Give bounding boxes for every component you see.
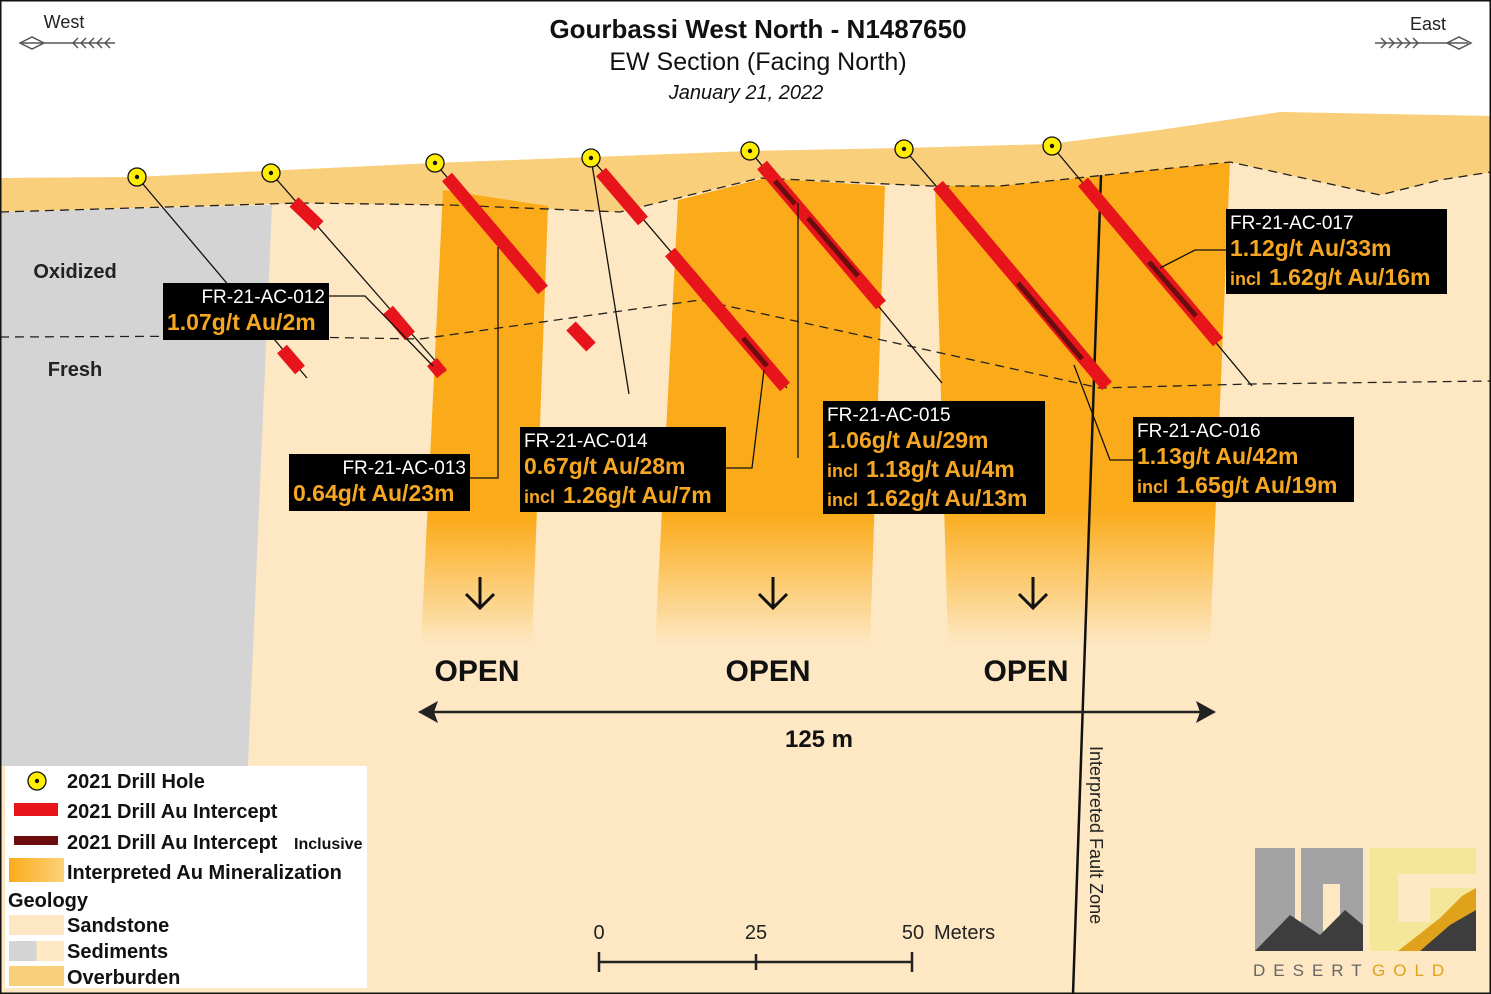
svg-text:FR-21-AC-015: FR-21-AC-015 <box>827 405 951 426</box>
svg-text:1.62g/t Au/16m: 1.62g/t Au/16m <box>1269 264 1430 290</box>
down-arrow-icon <box>464 577 496 611</box>
svg-text:FR-21-AC-012: FR-21-AC-012 <box>201 287 325 308</box>
svg-text:FR-21-AC-016: FR-21-AC-016 <box>1137 421 1261 442</box>
overburden-unit <box>0 112 1491 212</box>
scale-unit: Meters <box>934 922 995 944</box>
overburden-legend-swatch <box>9 966 64 986</box>
desert-gold-logo-icon <box>1255 848 1476 951</box>
logo-text-desert: DESERT <box>1253 961 1370 980</box>
legend-overburden: Overburden <box>67 967 180 989</box>
intercept-b <box>277 344 305 375</box>
legend-background <box>5 766 367 988</box>
svg-text:1.65g/t Au/19m: 1.65g/t Au/19m <box>1176 472 1337 498</box>
oxidized-label: Oxidized <box>33 261 116 283</box>
mineralization-zone-1 <box>421 190 548 645</box>
callout-fr-21-ac-017: FR-21-AC-017 1.12g/t Au/33m incl 1.62g/t… <box>1226 209 1447 294</box>
drill-collars <box>127 136 1062 187</box>
svg-text:1.18g/t Au/4m: 1.18g/t Au/4m <box>866 456 1015 482</box>
callout-fr-21-ac-014: FR-21-AC-014 0.67g/t Au/28m incl 1.26g/t… <box>520 427 726 512</box>
scale-tick-50: 50 <box>902 922 924 944</box>
width-arrow-icon <box>418 701 1216 723</box>
sandstone-legend-swatch <box>9 915 64 935</box>
legend-inclusive-suffix: Inclusive <box>294 836 363 853</box>
inclusive-legend-swatch <box>14 836 58 845</box>
svg-text:1.13g/t Au/42m: 1.13g/t Au/42m <box>1137 443 1298 469</box>
callout-fr-21-ac-012: FR-21-AC-012 1.07g/t Au/2m <box>163 283 329 340</box>
inclusive-b <box>773 179 797 206</box>
callout-leaders <box>326 203 1228 479</box>
down-arrow-icon <box>1017 577 1049 611</box>
intercepts-inclusive <box>741 179 1198 368</box>
down-arrow-icons <box>464 577 1049 611</box>
inclusive-d <box>1016 281 1084 361</box>
svg-text:0.67g/t Au/28m: 0.67g/t Au/28m <box>524 453 685 479</box>
logo-text-gold: GOLD <box>1372 961 1452 980</box>
legend-sediments: Sediments <box>67 941 168 963</box>
sediments-unit <box>0 205 272 766</box>
east-label: East <box>1410 14 1446 34</box>
svg-text:FR-21-AC-017: FR-21-AC-017 <box>1230 213 1354 234</box>
svg-text:1.62g/t Au/13m: 1.62g/t Au/13m <box>866 485 1027 511</box>
legend-sandstone: Sandstone <box>67 915 169 937</box>
legend-drill-hole: 2021 Drill Hole <box>67 771 205 793</box>
diagram-title: Gourbassi West North - N1487650 <box>549 14 966 44</box>
mineralization-zone-3 <box>935 162 1230 645</box>
intercept-d <box>427 357 447 379</box>
svg-text:1.06g/t Au/29m: 1.06g/t Au/29m <box>827 427 988 453</box>
east-arrow-icon <box>1375 36 1473 50</box>
west-arrow-icon <box>18 36 115 50</box>
open-label-3: OPEN <box>983 655 1068 688</box>
legend-geology-heading: Geology <box>8 890 89 912</box>
scale-bar: 0 25 50 Meters <box>593 922 995 972</box>
svg-text:1.07g/t Au/2m: 1.07g/t Au/2m <box>167 309 316 335</box>
svg-text:incl: incl <box>524 487 555 507</box>
intercept-c <box>383 305 415 341</box>
mineralization-legend-swatch <box>9 858 64 882</box>
svg-text:FR-21-AC-013: FR-21-AC-013 <box>342 458 466 479</box>
legend-intercept-inclusive: 2021 Drill Au Intercept <box>67 832 278 854</box>
inclusive-a <box>741 336 769 368</box>
drill-trace-4 <box>590 157 630 395</box>
scale-tick-25: 25 <box>745 922 767 944</box>
fresh-label: Fresh <box>48 359 102 381</box>
intercept-a <box>289 197 324 231</box>
distance-label: 125 m <box>785 726 853 753</box>
down-arrow-icon <box>757 577 789 611</box>
inclusive-c <box>806 216 860 278</box>
svg-text:incl: incl <box>1137 477 1168 497</box>
drill-trace-1 <box>136 176 308 379</box>
west-label: West <box>44 12 85 32</box>
svg-text:0.64g/t Au/23m: 0.64g/t Au/23m <box>293 480 454 506</box>
svg-text:incl: incl <box>1230 269 1261 289</box>
intercept-f <box>596 167 648 226</box>
fault-zone-label: Interpreted Fault Zone <box>1086 746 1106 924</box>
legend: 2021 Drill Hole 2021 Drill Au Intercept … <box>5 766 367 989</box>
intercept-legend-swatch <box>14 803 58 816</box>
open-label-1: OPEN <box>434 655 519 688</box>
overburden-contact-line <box>0 161 1491 213</box>
callout-fr-21-ac-015: FR-21-AC-015 1.06g/t Au/29m incl 1.18g/t… <box>823 401 1045 514</box>
fault-zone-line <box>1071 174 1103 994</box>
scale-tick-0: 0 <box>593 922 604 944</box>
callout-fr-21-ac-013: FR-21-AC-013 0.64g/t Au/23m <box>289 454 470 511</box>
svg-text:1.12g/t Au/33m: 1.12g/t Au/33m <box>1230 235 1391 261</box>
inclusive-e <box>1147 260 1198 318</box>
svg-text:1.26g/t Au/7m: 1.26g/t Au/7m <box>563 482 712 508</box>
svg-text:incl: incl <box>827 461 858 481</box>
svg-text:incl: incl <box>827 490 858 510</box>
svg-text:FR-21-AC-014: FR-21-AC-014 <box>524 431 648 452</box>
legend-mineralization: Interpreted Au Mineralization <box>67 862 342 884</box>
intercept-g <box>566 321 596 352</box>
intercept-e <box>442 172 548 295</box>
diagram-date: January 21, 2022 <box>668 82 824 104</box>
callout-fr-21-ac-016: FR-21-AC-016 1.13g/t Au/42m incl 1.65g/t… <box>1133 417 1354 502</box>
sediments-legend-swatch <box>9 941 64 961</box>
open-label-2: OPEN <box>725 655 810 688</box>
diagram-subtitle: EW Section (Facing North) <box>609 48 906 76</box>
legend-intercept: 2021 Drill Au Intercept <box>67 801 278 823</box>
